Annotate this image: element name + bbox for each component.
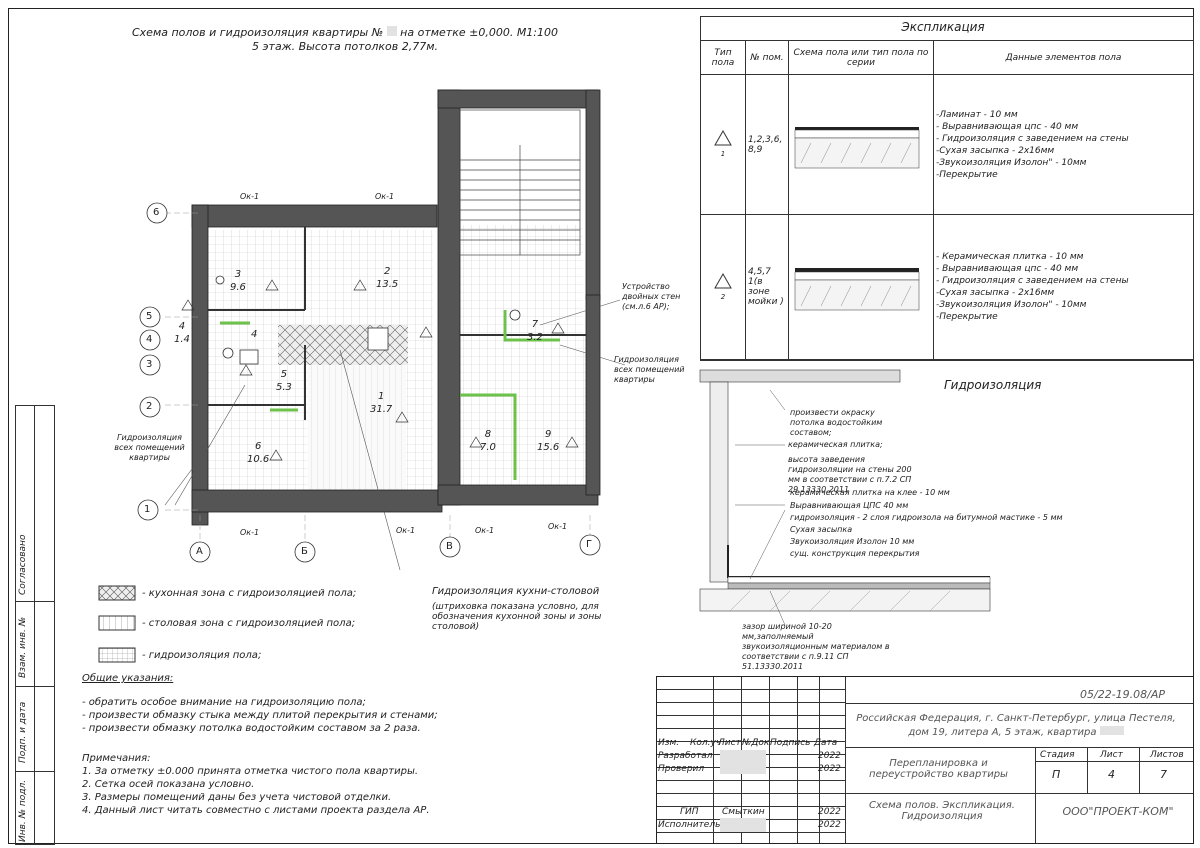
detail-title: Гидроизоляция bbox=[944, 378, 1042, 392]
drawing-sheet bbox=[8, 8, 1194, 844]
annotation-kitchen: Гидроизоляция кухни-столовой bbox=[432, 586, 600, 597]
blurred-name bbox=[720, 750, 766, 774]
note-item: 2. Сетка осей показана условно. bbox=[82, 779, 255, 790]
general-item: - произвести обмазку потолка водостойким… bbox=[82, 723, 421, 734]
axis-label: А bbox=[196, 546, 203, 557]
stamp-role: Разработал bbox=[658, 751, 713, 761]
window-label: Ок-1 bbox=[396, 526, 416, 535]
window-label: Ок-1 bbox=[240, 192, 260, 201]
axis-label: Г bbox=[586, 539, 593, 550]
stamp-sheets-h: Листов bbox=[1150, 750, 1184, 760]
explication-row: 2 4,5,7 1(в зоне мойки ) - Керамическая … bbox=[700, 214, 1194, 360]
detail-label: Выравнивающая ЦПС 40 мм bbox=[790, 501, 909, 510]
stamp-role: Исполнитель bbox=[658, 820, 721, 830]
axis-label: 5 bbox=[146, 311, 153, 322]
annotation-kitchen-sub: (штриховка показана условно, для обознач… bbox=[432, 602, 602, 632]
explication-row: 1 1,2,3,6, 8,9 -Ламинат - 10 мм - Выравн… bbox=[700, 74, 1194, 215]
window-label: Ок-1 bbox=[475, 526, 495, 535]
legend-dining: - столовая зона с гидроизоляцией пола; bbox=[142, 618, 356, 629]
note-item: 3. Размеры помещений даны без учета чист… bbox=[82, 792, 392, 803]
stamp-stage-h: Стадия bbox=[1040, 750, 1075, 760]
stamp-date: 2022 bbox=[818, 751, 841, 761]
annotation-hydro-right: Гидроизоляция всех помещений квартиры bbox=[614, 355, 685, 384]
annotation-double-walls: Устройство двойных стен (см.л.6 АР); bbox=[622, 282, 681, 311]
stamp-date: 2022 bbox=[818, 764, 841, 774]
stamp-company: ООО"ПРОЕКТ-КОМ" bbox=[1062, 805, 1174, 818]
axis-label: Б bbox=[301, 546, 308, 557]
annotation-hydro-left: Гидроизоляция всех помещений квартиры bbox=[114, 433, 185, 462]
notes-heading: Примечания: bbox=[82, 753, 151, 764]
floor-type-2-icon bbox=[714, 272, 732, 288]
detail-label: произвести окраску потолка водостойким с… bbox=[790, 408, 883, 437]
legend bbox=[98, 584, 136, 668]
general-item: - обратить особое внимание на гидроизоля… bbox=[82, 697, 366, 708]
stamp-sheet-h: Лист bbox=[1100, 750, 1123, 760]
page-title: Схема полов и гидроизоляция квартиры № н… bbox=[131, 26, 559, 53]
side-stamp bbox=[15, 405, 55, 845]
side-label-agreed: Согласовано bbox=[18, 534, 28, 595]
floor-section-2 bbox=[794, 267, 920, 310]
stamp-sheet: 4 bbox=[1108, 768, 1115, 781]
window-label: Ок-1 bbox=[548, 522, 568, 531]
legend-kitchen: - кухонная зона с гидроизоляцией пола; bbox=[142, 588, 357, 599]
detail-label: гидроизоляция - 2 слоя гидроизола на бит… bbox=[790, 513, 1063, 522]
general-item: - произвести обмазку стыка между плитой … bbox=[82, 710, 438, 721]
explication-table: Тип пола № пом. Схема пола или тип пола … bbox=[700, 40, 1194, 360]
room-label: 4 bbox=[251, 329, 258, 340]
stamp-drawing: Схема полов. Экспликация. Гидроизоляция bbox=[869, 800, 1015, 822]
blurred-name bbox=[720, 818, 766, 832]
floor-section-1 bbox=[794, 127, 920, 169]
axis-label: 2 bbox=[146, 401, 153, 412]
detail-label: керамическая плитка; bbox=[788, 440, 883, 449]
explication-title: Экспликация bbox=[901, 20, 985, 34]
stamp-project: Перепланировка и переустройство квартиры bbox=[869, 758, 1008, 780]
stamp-address: Российская Федерация, г. Санкт-Петербург… bbox=[856, 713, 1176, 738]
detail-label: Звукоизоляция Изолон 10 мм bbox=[790, 537, 915, 546]
floor-plan bbox=[137, 89, 626, 570]
floor-type-1-icon bbox=[714, 129, 732, 146]
detail-label: Сухая засыпка bbox=[790, 525, 853, 534]
note-item: 1. За отметку ±0.000 принята отметка чис… bbox=[82, 766, 419, 777]
note-item: 4. Данный лист читать совместно с листам… bbox=[82, 805, 430, 816]
legend-swatches bbox=[98, 585, 136, 663]
hydro-detail-section bbox=[699, 369, 991, 626]
stamp-role: ГИП bbox=[680, 807, 699, 817]
stamp-date: 2022 bbox=[818, 820, 841, 830]
stamp-stage: П bbox=[1052, 768, 1061, 781]
detail-label: сущ. конструкция перекрытия bbox=[790, 549, 920, 558]
detail-label: высота заведения гидроизоляции на стены … bbox=[788, 455, 912, 494]
stamp-sheets: 7 bbox=[1160, 768, 1167, 781]
stamp-date: 2022 bbox=[818, 807, 841, 817]
axis-label: 1 bbox=[144, 504, 151, 515]
legend-hydro: - гидроизоляция пола; bbox=[142, 650, 262, 661]
side-label-replace: Взам. инв. № bbox=[18, 616, 28, 678]
stamp-role: Проверил bbox=[658, 764, 705, 774]
side-label-sign: Подп. и дата bbox=[18, 701, 28, 763]
axis-label: 6 bbox=[153, 207, 160, 218]
general-heading: Общие указания: bbox=[82, 673, 174, 684]
detail-label: зазор шириной 10-20 мм,заполняемый звуко… bbox=[742, 622, 890, 671]
axis-label: 4 bbox=[146, 334, 153, 345]
stamp-code: 05/22-19.08/АР bbox=[1080, 688, 1166, 701]
side-label-inv: Инв. № подл. bbox=[18, 779, 28, 842]
detail-label: керамическая плитка на клее - 10 мм bbox=[790, 488, 950, 497]
stamp-name: Смыткин bbox=[722, 807, 765, 817]
axis-label: 3 bbox=[146, 359, 153, 370]
axis-label: В bbox=[446, 541, 453, 552]
window-label: Ок-1 bbox=[375, 192, 395, 201]
window-label: Ок-1 bbox=[240, 528, 260, 537]
